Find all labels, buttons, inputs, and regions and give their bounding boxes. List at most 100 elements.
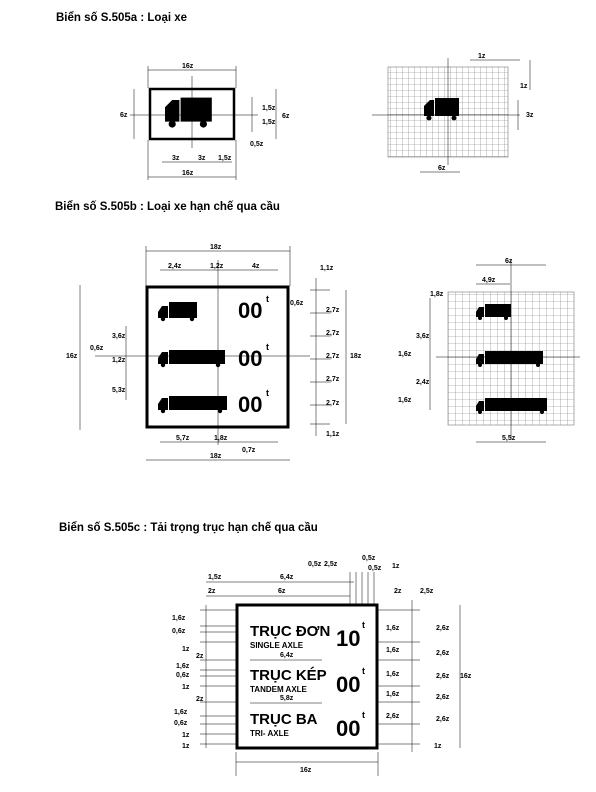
dim-b-r4: 2,7z	[326, 353, 340, 360]
title-sign-b: Biển số S.505b : Loại xe hạn chế qua cầu	[55, 201, 280, 213]
dim-b-r1: 0,6z	[290, 300, 304, 307]
dim-a-b1: 3z	[172, 155, 180, 162]
sign-a-drawing: 16z 6z 1,5z 1,5z 6z 0,5z 3z 3z 1,5z 16z	[120, 63, 290, 180]
dim-b-t1: 2,4z	[168, 263, 182, 270]
unit-b-3: t	[266, 388, 269, 398]
sign-c-panel	[235, 603, 379, 750]
weight-b-2: 00	[238, 346, 262, 371]
dim-c-l5: 1,6z	[176, 663, 190, 670]
dim-c-l12: 1z	[182, 743, 190, 750]
dim-bg-4: 3,6z	[416, 333, 430, 340]
dim-c-t6: 1,5z	[208, 574, 222, 581]
dim-c-l1: 1,6z	[172, 615, 186, 622]
dim-c-t1: 0,5z	[308, 561, 322, 568]
dim-b-t3: 4z	[252, 263, 260, 270]
dim-a-b2: 3z	[198, 155, 206, 162]
dim-b-r3: 2,7z	[326, 330, 340, 337]
dim-c-l11: 1z	[182, 732, 190, 739]
dim-a-bottom: 16z	[182, 170, 194, 177]
dim-a-r4: 0,5z	[250, 141, 264, 148]
dim-b-left: 16z	[66, 353, 78, 360]
inner-dim-1: 6,4z	[280, 652, 294, 659]
weight-b-1: 00	[238, 298, 262, 323]
dim-c-l8: 2z	[196, 696, 204, 703]
dim-b-r8: 18z	[350, 353, 362, 360]
inner-dim-2: 5,8z	[280, 695, 294, 702]
dim-c-r6: 2,6z	[436, 673, 450, 680]
dim-ag-1: 1z	[478, 53, 486, 60]
row-c-1-main: TRỤC ĐƠN	[250, 623, 330, 640]
row-c-2-unit: t	[362, 666, 365, 676]
dim-c-t11: 2,5z	[420, 588, 434, 595]
dim-b-b1: 5,7z	[176, 435, 190, 442]
row-c-2-sub: TANDEM AXLE	[250, 685, 308, 694]
dim-c-r2: 2,6z	[436, 625, 450, 632]
dim-b-top: 18z	[210, 244, 222, 251]
row-c-3-weight: 00	[336, 716, 360, 741]
dim-c-t4: 1z	[392, 563, 400, 570]
dim-b-b3: 0,7z	[242, 447, 256, 454]
title-sign-c: Biển số S.505c : Tải trọng trục hạn chế …	[59, 522, 318, 534]
dim-b-r5: 2,7z	[326, 376, 340, 383]
row-c-3-unit: t	[362, 710, 365, 720]
dim-c-r3: 1,6z	[386, 647, 400, 654]
dim-c-t3: 0,5z	[362, 555, 376, 562]
row-c-1-weight: 10	[336, 626, 360, 651]
weight-b-3: 00	[238, 392, 262, 417]
dim-c-r9: 2,6z	[386, 713, 400, 720]
dim-b-l3: 1,2z	[112, 357, 126, 364]
dim-c-l4: 2z	[196, 653, 204, 660]
dim-c-l3: 1z	[182, 646, 190, 653]
row-c-3-sub: TRI- AXLE	[250, 729, 289, 738]
dim-c-r10: 2,6z	[436, 716, 450, 723]
dim-b-bottom: 18z	[210, 453, 222, 460]
dim-b-b2: 1,8z	[214, 435, 228, 442]
dim-b-r7: 1,1z	[326, 431, 340, 438]
dim-c-r7: 1,6z	[386, 691, 400, 698]
dim-c-r11: 1z	[434, 743, 442, 750]
dim-a-top: 16z	[182, 63, 194, 70]
unit-b-1: t	[266, 294, 269, 304]
dim-b-r0: 1,1z	[320, 265, 334, 272]
dim-c-bottom: 16z	[300, 767, 312, 774]
dim-bg-5: 1,6z	[398, 351, 412, 358]
dim-bg-7: 1,6z	[398, 397, 412, 404]
row-c-3-main: TRỤC BA	[250, 711, 318, 728]
row-c-1-sub: SINGLE AXLE	[250, 641, 304, 650]
dim-c-t2: 2,5z	[324, 561, 338, 568]
dim-c-l9: 1,6z	[174, 709, 188, 716]
dim-a-b3: 1,5z	[218, 155, 232, 162]
sign-b-panel	[145, 285, 290, 429]
dim-c-r8: 2,6z	[436, 694, 450, 701]
dim-b-r6: 2,7z	[326, 400, 340, 407]
dim-b-r2: 2,7z	[326, 307, 340, 314]
dim-c-t9: 6z	[278, 588, 286, 595]
dim-bg-1: 6z	[505, 258, 513, 265]
row-c-2-weight: 00	[336, 672, 360, 697]
dim-c-t5: 0,5z	[368, 565, 382, 572]
row-c-2-main: TRỤC KÉP	[250, 667, 327, 684]
dim-bg-8: 5,5z	[502, 435, 516, 442]
dim-ag-2: 1z	[520, 83, 528, 90]
dim-b-l1: 0,6z	[90, 345, 104, 352]
unit-b-2: t	[266, 342, 269, 352]
dim-c-l7: 1z	[182, 684, 190, 691]
dim-c-r1: 1,6z	[386, 625, 400, 632]
sign-a-grid: 1z 1z 3z 6z	[372, 53, 534, 173]
dim-b-l4: 5,3z	[112, 387, 126, 394]
dim-bg-6: 2,4z	[416, 379, 430, 386]
dim-ag-4: 6z	[438, 165, 446, 172]
dim-c-l6: 0,6z	[176, 672, 190, 679]
dim-c-t7: 6,4z	[280, 574, 294, 581]
dim-c-t8: 2z	[208, 588, 216, 595]
dim-a-r3: 6z	[282, 113, 290, 120]
row-c-1-unit: t	[362, 620, 365, 630]
dim-c-t10: 2z	[394, 588, 402, 595]
sign-b-grid: 6z 4,9z 1,8z 3,6z 1,6z 2,4z 1,6z 5,5z	[398, 258, 580, 443]
dim-c-l10: 0,6z	[174, 720, 188, 727]
dim-a-r1: 1,5z	[262, 105, 276, 112]
dim-a-left: 6z	[120, 112, 128, 119]
dim-bg-2: 4,9z	[482, 277, 496, 284]
dim-bg-3: 1,8z	[430, 291, 444, 298]
